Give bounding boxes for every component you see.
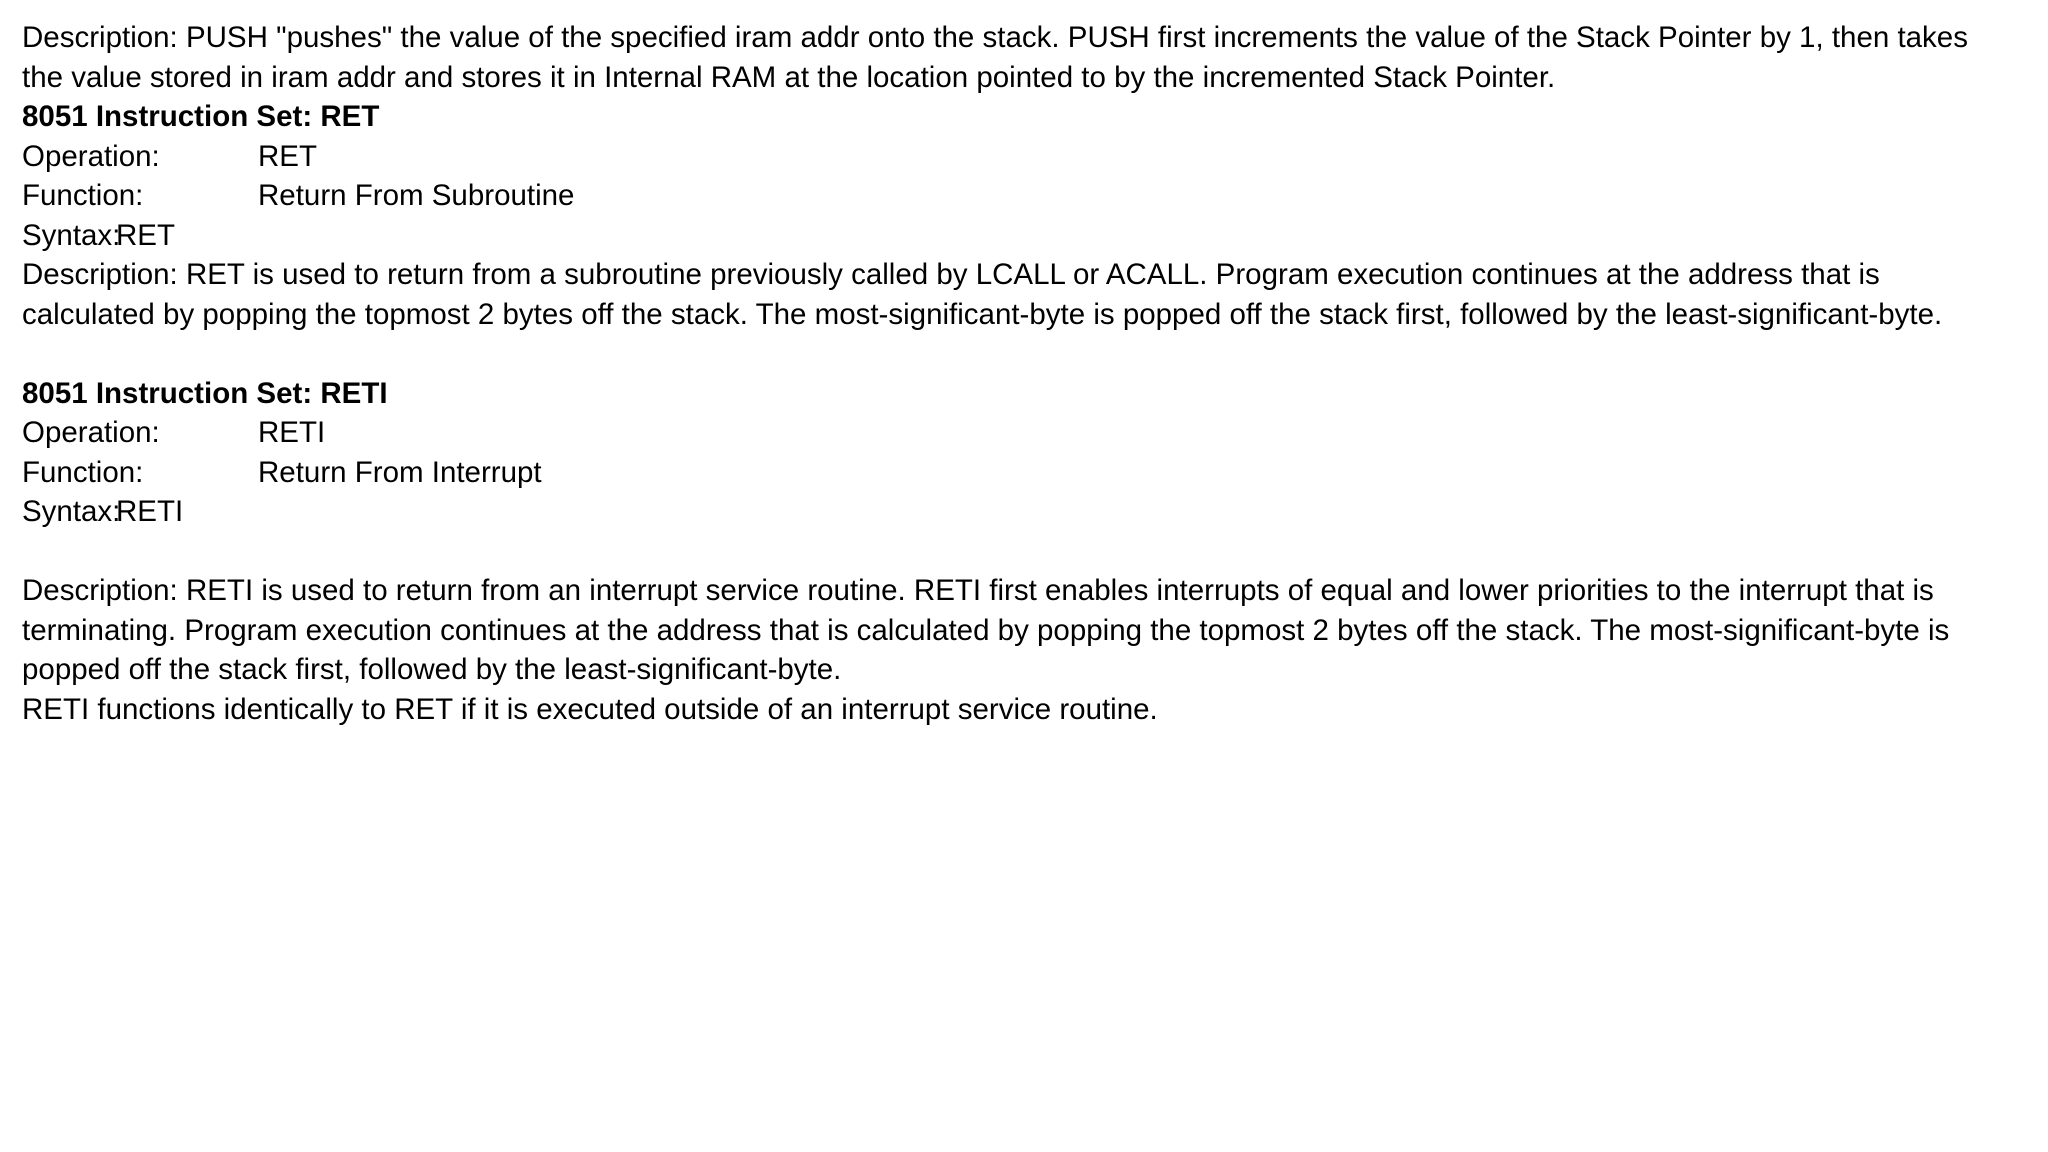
ret-function-row: Function: Return From Subroutine <box>22 176 2000 216</box>
ret-syntax-label: Syntax: <box>22 218 121 252</box>
push-description-paragraph: Description: PUSH "pushes" the value of … <box>22 21 1968 94</box>
ret-operation-value: RET <box>258 139 317 173</box>
paragraph-spacer-1 <box>22 334 2000 374</box>
reti-function-value: Return From Interrupt <box>258 455 542 489</box>
ret-function-label: Function: <box>22 179 144 212</box>
reti-description-paragraph: Description: RETI is used to return from… <box>22 574 1950 686</box>
ret-function-value: Return From Subroutine <box>258 179 575 212</box>
ret-operation-row: Operation: RET <box>22 137 2000 177</box>
ret-syntax-row: Syntax:RET <box>22 216 2000 256</box>
reti-operation-value: RETI <box>258 416 326 449</box>
reti-syntax-label: Syntax: <box>22 495 121 528</box>
ret-syntax-value: RET <box>116 218 175 252</box>
section-heading-ret: 8051 Instruction Set: RET <box>22 100 380 133</box>
ret-operation-label: Operation: <box>22 139 160 173</box>
reti-syntax-value: RETI <box>116 495 184 528</box>
ret-description-paragraph: Description: RET is used to return from … <box>22 258 1943 331</box>
reti-note-paragraph: RETI functions identically to RET if it … <box>22 692 1158 726</box>
reti-operation-row: Operation: RETI <box>22 413 2000 453</box>
reti-function-row: Function: Return From Interrupt <box>22 453 2000 493</box>
reti-function-label: Function: <box>22 455 144 489</box>
reti-syntax-row: Syntax:RETI <box>22 492 2000 532</box>
paragraph-spacer-2 <box>22 532 2000 572</box>
reti-operation-label: Operation: <box>22 416 160 449</box>
section-heading-reti: 8051 Instruction Set: RETI <box>22 376 388 410</box>
